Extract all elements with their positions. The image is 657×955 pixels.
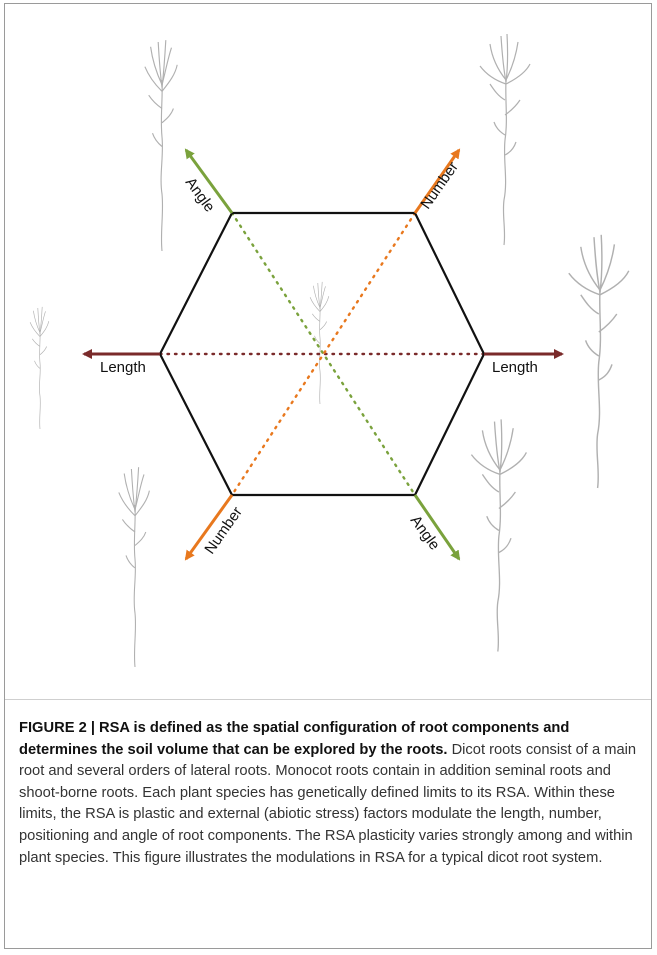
caption-separator: [5, 699, 651, 700]
length-label-right: Length: [492, 359, 538, 376]
root-sketch-top-left: [145, 40, 177, 251]
caption-body: Dicot roots consist of a main root and s…: [19, 742, 636, 866]
root-sketch-bottom-left: [119, 467, 150, 667]
root-sketch-bottom-right: [471, 419, 526, 651]
length-label-left: Length: [100, 359, 146, 376]
root-sketch-mid-left: [30, 307, 49, 429]
number-label-top: Number: [417, 159, 462, 212]
rsa-diagram: Length Length Angle Angle Number Number: [0, 0, 657, 700]
figure-caption: FIGURE 2 | RSA is defined as the spatial…: [19, 718, 644, 869]
root-sketch-center: [310, 282, 329, 404]
rsa-hexagon: [160, 213, 484, 495]
angle-label-top: Angle: [182, 174, 218, 215]
root-sketch-mid-right: [569, 235, 629, 488]
angle-label-bottom: Angle: [407, 512, 443, 553]
root-sketch-top-right: [480, 34, 530, 245]
